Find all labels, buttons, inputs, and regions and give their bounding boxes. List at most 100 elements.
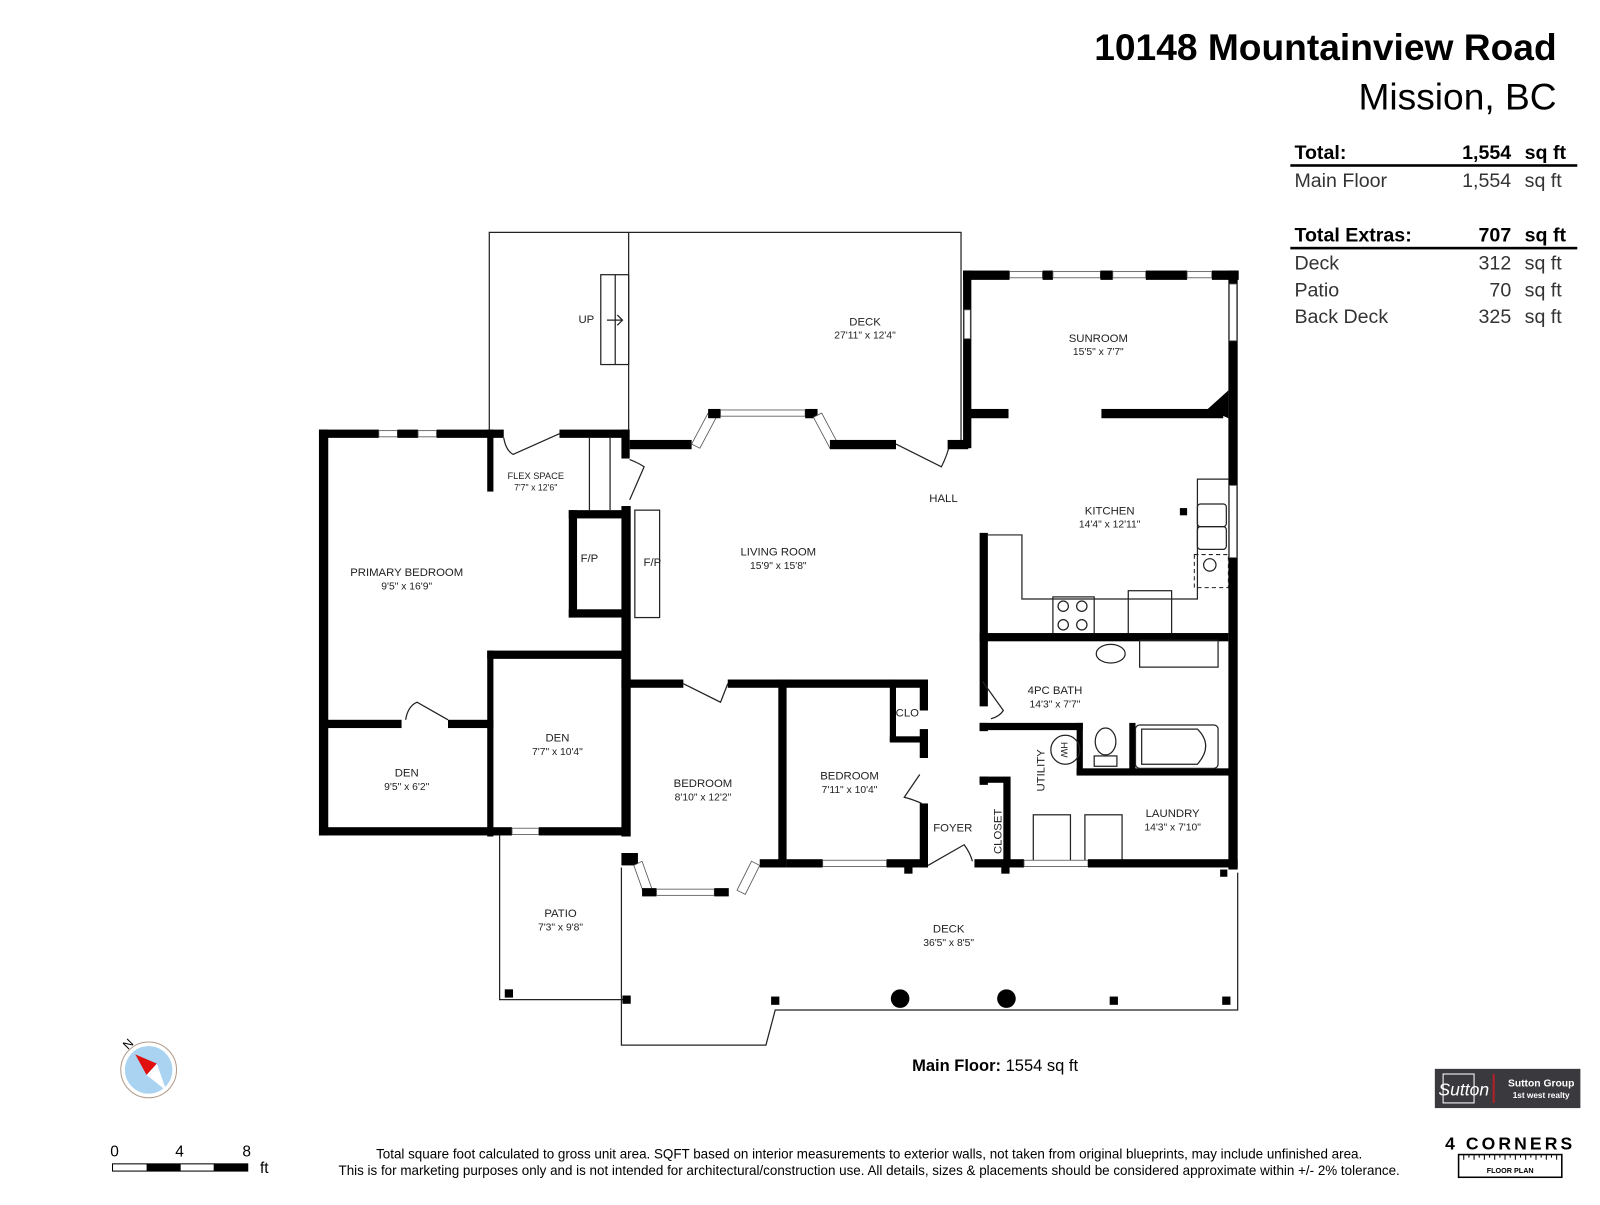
door — [405, 701, 449, 721]
fireplace-label: F/P — [581, 553, 599, 565]
water-heater-label: HW — [1059, 742, 1069, 758]
room-dim-sunroom: 15'5" x 7'7" — [1073, 347, 1124, 358]
room-label-bath: 4PC BATH — [1028, 685, 1083, 697]
door — [903, 774, 923, 805]
address-title: 10148 Mountainview Road — [1094, 26, 1556, 68]
total-value: 1,554 — [1462, 142, 1511, 164]
extra-deck-value: 312 — [1479, 253, 1512, 275]
upper-deck-outline — [488, 231, 962, 445]
total-unit: sq ft — [1525, 142, 1567, 164]
extras-value: 707 — [1479, 225, 1512, 247]
post-icon — [997, 989, 1016, 1008]
hall-label: HALL — [929, 493, 957, 505]
room-dim-primary-bedroom: 9'5" x 16'9" — [381, 582, 432, 593]
wall — [318, 429, 329, 836]
closet-label: CLO — [896, 708, 919, 720]
room-dim-patio: 7'3" x 9'8" — [538, 922, 583, 933]
room-label-deck-back: DECK — [933, 924, 965, 936]
room-dim-laundry: 14'3" x 7'10" — [1144, 822, 1201, 833]
extra-patio-unit: sq ft — [1525, 279, 1563, 301]
compass-icon: N — [120, 1036, 178, 1099]
scale-bar: 0 4 8 ft — [110, 1144, 269, 1178]
extra-deck-unit: sq ft — [1525, 253, 1563, 275]
room-dim-kitchen: 14'4" x 12'11" — [1079, 520, 1141, 531]
door — [927, 843, 973, 866]
extra-patio-value: 70 — [1489, 279, 1511, 301]
svg-text:Sutton Group: Sutton Group — [1508, 1078, 1574, 1089]
room-dim-flex-space: 7'7" x 12'6" — [514, 483, 557, 493]
table-divider — [1290, 164, 1578, 167]
door — [629, 458, 645, 501]
main-floor-caption: Main Floor: 1554 sq ft — [912, 1057, 1078, 1075]
main-floor-value: 1,554 — [1462, 170, 1511, 192]
room-dim-bedroom-2: 7'11" x 10'4" — [822, 785, 878, 796]
room-label-bedroom-1: BEDROOM — [674, 778, 733, 790]
svg-text:0: 0 — [110, 1144, 119, 1161]
svg-text:FLOOR PLAN: FLOOR PLAN — [1487, 1166, 1534, 1175]
extra-patio-label: Patio — [1294, 279, 1339, 301]
extras-label: Total Extras: — [1294, 225, 1411, 247]
door — [982, 681, 1005, 720]
room-dim-bedroom-1: 8'10" x 12'2" — [675, 792, 732, 803]
dishwasher — [1193, 554, 1229, 589]
extra-back-deck-label: Back Deck — [1294, 306, 1388, 328]
city-subtitle: Mission, BC — [1358, 75, 1556, 117]
svg-text:Sutton: Sutton — [1438, 1080, 1489, 1100]
room-dim-den-1: 7'7" x 10'4" — [532, 747, 583, 758]
door — [683, 683, 729, 704]
stairs-up-arrow-icon — [606, 314, 624, 326]
fridge — [1127, 590, 1173, 635]
patio-outline — [498, 835, 624, 1001]
closet-label: CLOSET — [992, 809, 1004, 854]
sutton-group-logo: Sutton Sutton Group 1st west realty — [1434, 1068, 1581, 1109]
room-label-living-room: LIVING ROOM — [741, 547, 817, 559]
room-label-sunroom: SUNROOM — [1069, 333, 1128, 345]
foyer-label: FOYER — [933, 822, 972, 834]
extra-back-deck-unit: sq ft — [1525, 306, 1563, 328]
room-label-flex-space: FLEX SPACE — [507, 471, 564, 481]
room-dim-deck-upper: 27'11" x 12'4" — [834, 331, 896, 342]
room-dim-bath: 14'3" x 7'7" — [1030, 699, 1081, 710]
area-table: Total: 1,554 sq ft Main Floor 1,554 sq f… — [1290, 142, 1578, 328]
svg-text:4 CORNERS: 4 CORNERS — [1445, 1133, 1575, 1153]
extra-deck-label: Deck — [1294, 253, 1339, 275]
svg-text:4: 4 — [175, 1144, 184, 1161]
room-label-den-2: DEN — [395, 768, 419, 780]
disclaimer-line-1: Total square foot calculated to gross un… — [376, 1147, 1362, 1162]
room-dim-living-room: 15'9" x 15'8" — [750, 561, 807, 572]
svg-text:ft: ft — [260, 1160, 269, 1177]
fireplace-hearth — [634, 509, 661, 619]
total-label: Total: — [1294, 142, 1346, 164]
room-label-den-1: DEN — [545, 732, 569, 744]
disclaimer-line-2: This is for marketing purposes only and … — [339, 1163, 1400, 1178]
four-corners-logo: 4 CORNERS FLOOR PLAN — [1445, 1133, 1575, 1179]
room-label-laundry: LAUNDRY — [1146, 808, 1200, 820]
sink-icon — [1196, 503, 1227, 528]
door — [503, 433, 560, 456]
bath-sink-icon — [1095, 643, 1126, 664]
room-label-bedroom-2: BEDROOM — [820, 771, 879, 783]
back-deck-outline — [620, 867, 1239, 1046]
door — [895, 443, 951, 468]
room-dim-deck-back: 36'5" x 8'5" — [923, 938, 974, 949]
room-label-deck-upper: DECK — [849, 316, 881, 328]
room-label-kitchen: KITCHEN — [1085, 505, 1135, 517]
floor-plan: DECK 27'11" x 12'4" SUNROOM 15'5" x 7'7"… — [318, 231, 1239, 1046]
bathtub-icon — [1134, 724, 1219, 769]
water-heater-icon — [1050, 734, 1081, 765]
toilet-icon — [1094, 727, 1117, 756]
washer-icon — [1032, 814, 1072, 863]
utility-label: UTILITY — [1036, 749, 1048, 792]
extras-unit: sq ft — [1525, 225, 1567, 247]
fireplace-label: F/P — [644, 557, 662, 569]
dryer-icon — [1084, 814, 1123, 863]
extra-back-deck-value: 325 — [1479, 306, 1512, 328]
room-label-primary-bedroom: PRIMARY BEDROOM — [350, 567, 463, 579]
main-floor-label: Main Floor — [1294, 170, 1387, 192]
counter — [987, 478, 1229, 600]
stairs-up-label: UP — [578, 314, 594, 326]
svg-text:8: 8 — [242, 1144, 251, 1161]
svg-text:1st west realty: 1st west realty — [1513, 1091, 1570, 1100]
post-icon — [890, 989, 910, 1008]
